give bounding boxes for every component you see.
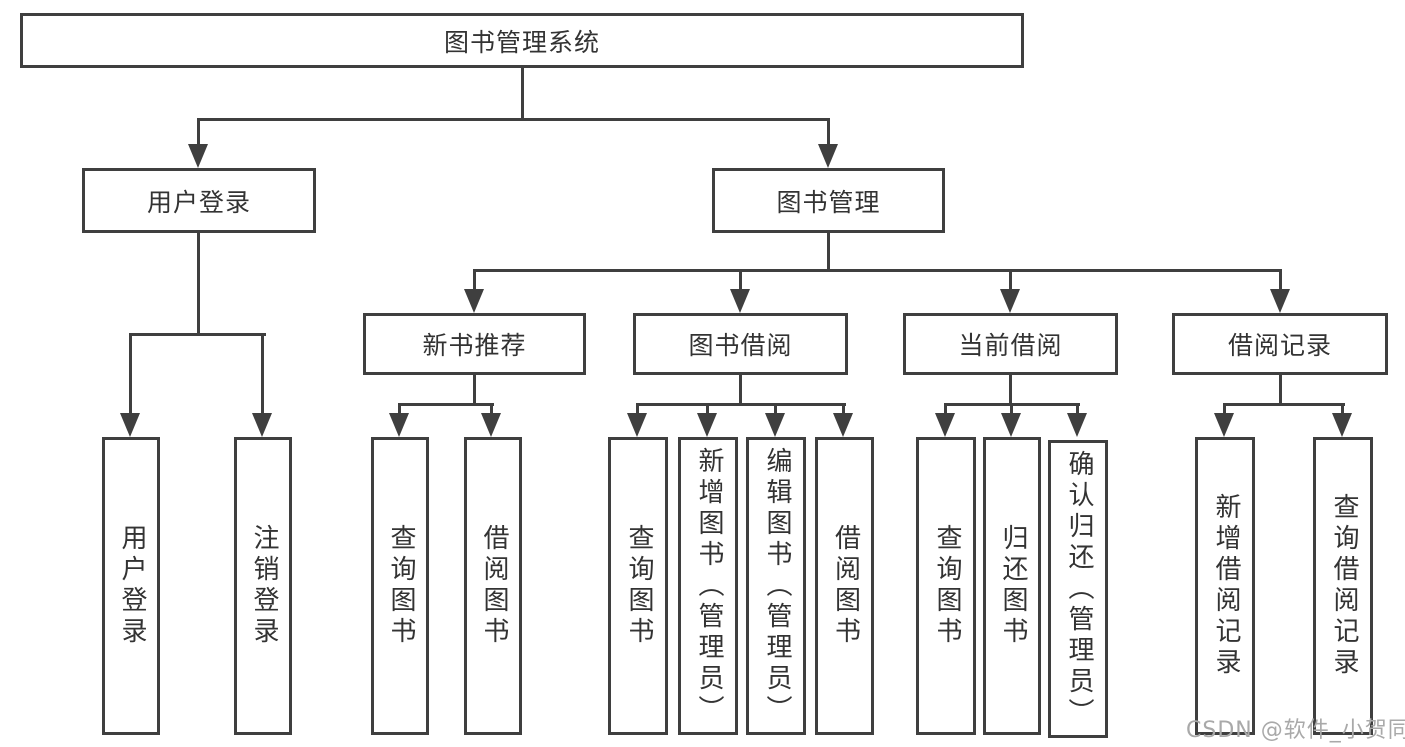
connector-drop-line (129, 333, 132, 415)
node-library-system: 图书管理系统 (20, 13, 1024, 68)
arrow-down-icon (818, 144, 838, 168)
arrow-down-icon (188, 144, 208, 168)
connector-drop-line (827, 118, 830, 148)
arrow-down-icon (765, 413, 785, 437)
arrow-down-icon (730, 289, 750, 313)
leaf-user-login: 用户登录 (102, 437, 160, 735)
node-book-borrowing: 图书借阅 (633, 313, 848, 375)
arrow-down-icon (252, 413, 272, 437)
arrow-down-icon (627, 413, 647, 437)
connector-drop-line (944, 403, 947, 417)
connector-recommend-bar (398, 403, 494, 406)
connector-drop-line (197, 118, 200, 148)
connector-borrowing-stem (739, 375, 742, 406)
connector-drop-line (636, 403, 639, 417)
leaf-return-books: 归还图书 (983, 437, 1041, 735)
arrow-down-icon (481, 413, 501, 437)
connector-drop-line (1009, 269, 1012, 291)
connector-drop-line (1076, 403, 1079, 417)
arrow-down-icon (120, 413, 140, 437)
arrow-down-icon (389, 413, 409, 437)
leaf-add-borrow-record: 新增借阅记录 (1195, 437, 1255, 735)
leaf-borrow-books-recommend: 借阅图书 (464, 437, 522, 735)
connector-userlogin-stem (197, 233, 200, 336)
leaf-query-borrow-record: 查询借阅记录 (1313, 437, 1373, 735)
connector-drop-line (473, 269, 476, 291)
leaf-query-books-recommend: 查询图书 (371, 437, 429, 735)
connector-recommend-stem (473, 375, 476, 406)
node-current-borrowing: 当前借阅 (903, 313, 1118, 375)
arrow-down-icon (935, 413, 955, 437)
connector-drop-line (739, 269, 742, 291)
connector-drop-line (1341, 403, 1344, 417)
connector-borrowing-bar (636, 403, 846, 406)
node-user-login: 用户登录 (82, 168, 316, 233)
leaf-borrow-books: 借阅图书 (815, 437, 874, 735)
connector-root-stem (521, 68, 524, 120)
connector-level3-bar (473, 269, 1282, 272)
connector-current-stem (1009, 375, 1012, 406)
leaf-confirm-return-admin: 确认归还（管理员） (1048, 440, 1108, 738)
leaf-query-books-borrow: 查询图书 (608, 437, 668, 735)
leaf-add-books-admin: 新增图书（管理员） (678, 437, 738, 735)
connector-drop-line (261, 333, 264, 415)
arrow-down-icon (1332, 413, 1352, 437)
connector-drop-line (774, 403, 777, 417)
connector-drop-line (1223, 403, 1226, 417)
csdn-watermark: CSDN @软件_小贺同学 (1186, 718, 1405, 743)
connector-drop-line (398, 403, 401, 417)
leaf-logout: 注销登录 (234, 437, 292, 735)
connector-drop-line (842, 403, 845, 417)
node-new-book-recommendation: 新书推荐 (363, 313, 586, 375)
connector-records-stem (1279, 375, 1282, 406)
arrow-down-icon (1270, 289, 1290, 313)
leaf-edit-books-admin: 编辑图书（管理员） (746, 437, 806, 735)
arrow-down-icon (697, 413, 717, 437)
arrow-down-icon (833, 413, 853, 437)
connector-drop-line (490, 403, 493, 417)
arrow-down-icon (1000, 289, 1020, 313)
arrow-down-icon (1214, 413, 1234, 437)
connector-userlogin-bar (129, 333, 266, 336)
connector-drop-line (1010, 403, 1013, 417)
arrow-down-icon (1001, 413, 1021, 437)
connector-bookmgmt-stem (827, 233, 830, 272)
node-borrowing-records: 借阅记录 (1172, 313, 1388, 375)
connector-records-bar (1223, 403, 1345, 406)
arrow-down-icon (464, 289, 484, 313)
leaf-query-books-current: 查询图书 (916, 437, 976, 735)
connector-drop-line (706, 403, 709, 417)
connector-root-bar (197, 118, 830, 121)
connector-drop-line (1279, 269, 1282, 291)
node-book-management: 图书管理 (712, 168, 945, 233)
arrow-down-icon (1067, 413, 1087, 437)
